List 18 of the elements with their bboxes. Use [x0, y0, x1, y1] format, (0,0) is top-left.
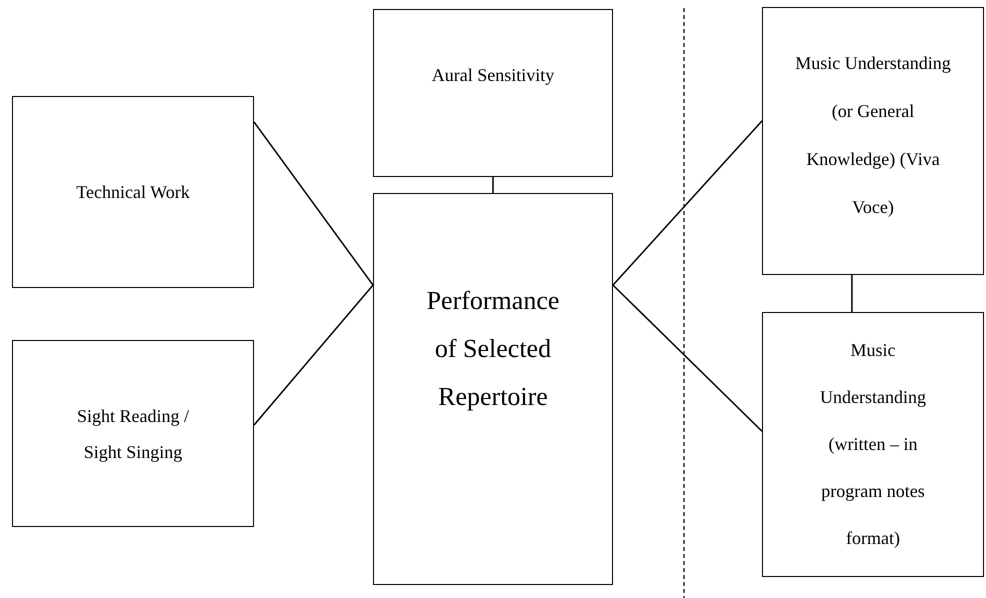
text-box [12, 96, 254, 288]
box-label: Performance of Selected Repertoire [426, 285, 560, 413]
connector-line [253, 284, 374, 426]
connector-line [612, 284, 763, 432]
text-box [12, 340, 254, 527]
text-box [373, 9, 613, 177]
connector-line [492, 177, 494, 193]
box-label: Technical Work [75, 181, 191, 204]
text-box [373, 193, 613, 585]
box-label: Aural Sensitivity [430, 64, 556, 87]
box-label: Sight Reading / Sight Singing [76, 404, 190, 464]
connector-line [851, 275, 853, 312]
connector-line [253, 121, 374, 286]
text-box [762, 312, 984, 577]
box-label: Music Understanding (written – in program notes format) [819, 339, 927, 550]
box-label: Music Understanding (or General Knowledge) (Viva Voce) [794, 52, 952, 219]
text-box [762, 7, 984, 275]
connector-line [612, 120, 763, 286]
